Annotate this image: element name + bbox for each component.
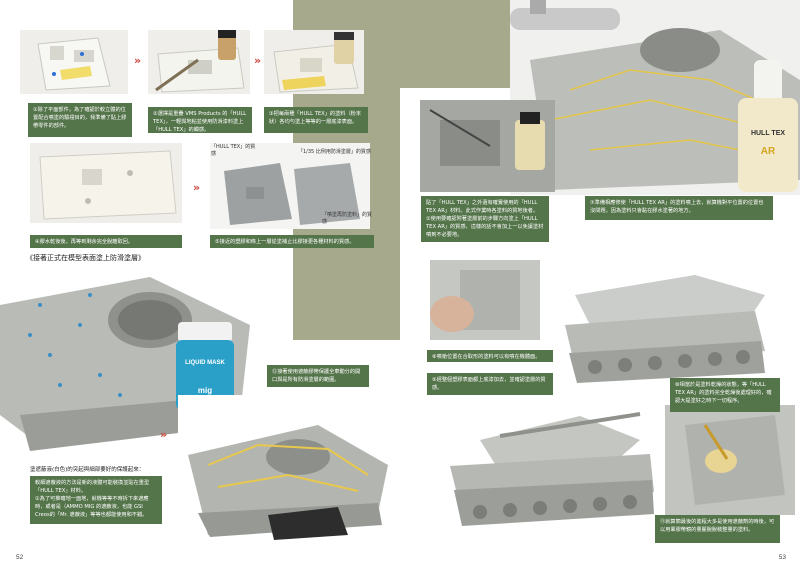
- caption-step13: 較細遮蔽液的方法是新的液體可能裝換並貼在重型「HULL TEX」材料。 ①為了可…: [30, 476, 162, 524]
- brush-detail-sketch: [665, 405, 795, 515]
- caption-mask-heading: 塗遮蔽液(白色)的突起與細部要好的保護起來：: [30, 467, 145, 473]
- caption-step7: ⑦準備相應修使「HULL TEX AR」的塗料噴上去，就算機對平位置的位置也沒問…: [585, 196, 773, 220]
- caption-step8: ⑧噴槍位置在合取形的塗料可以有噴在機體面。: [427, 350, 553, 362]
- hulltex-bottle: HULL TEX AR: [738, 60, 798, 192]
- arrow-1: »: [134, 54, 142, 67]
- bottle-brand-label: HULL TEX: [750, 130, 786, 137]
- caption-step11: ⑪就算簡最後的進程大多是使用遮蔽劑的時後，可以用輩膠帶鏡的量麗脫脫裝整量的塗料。: [655, 515, 780, 543]
- bottle-sub-label: AR: [760, 146, 776, 157]
- photo-step3-coated: [264, 30, 364, 94]
- photo-step5-compare: [210, 143, 370, 229]
- tank-sanded-sketch: [565, 275, 765, 383]
- page-number-right: 53: [778, 554, 786, 561]
- photo-brush-hatch: [420, 100, 555, 192]
- jar-brand-label: LIQUID MASK: [185, 360, 225, 366]
- photo-hand-hatch: [430, 260, 540, 340]
- caption-step12: ⑫接著使用遮蔽膠帶保護全車動分的開口與是所有防滑塗層的範圍。: [267, 365, 369, 387]
- hatch-sketch: [420, 100, 555, 192]
- airbrush-sketch: [510, 0, 800, 190]
- caption-step6: 貼了「HULL TEX」之外還有確實使用的「HULL TEX AR」材料。此式作…: [421, 196, 549, 242]
- brush-sketch: [148, 30, 250, 94]
- photo-tank-taped: [178, 395, 396, 540]
- jar-lid: [178, 322, 232, 342]
- arrow-3: »: [193, 181, 201, 194]
- caption-step10: ⑩相當於是塗料乾燥的狀態，等「HULL TEX AR」的塗料完全乾燥後處理好的，…: [670, 378, 780, 412]
- caption-step4: ④膠水乾後後，再等到剩余完全脫離取回。: [30, 235, 182, 248]
- page-number-left: 52: [16, 554, 24, 561]
- photo-step1-parts: [20, 30, 128, 94]
- caption-step5: ⑤接近的塑膠和條上一層從塗補止比膠接更各種材料的質感。: [210, 235, 374, 248]
- photo-step4-sheet: [30, 143, 182, 223]
- callout-hulltex: 「HULL TEX」的質感: [211, 144, 256, 157]
- caption-step3: ③把每兩種「HULL TEX」的塗料（粉末狀）各均勻塗上等等的一層底漆表面。: [264, 107, 368, 133]
- arrow-2: »: [254, 54, 262, 67]
- photo-tank-finished: [440, 400, 660, 530]
- olive-band-right: [400, 40, 510, 88]
- bottle-body: [738, 98, 798, 192]
- callout-spray: 「噴塗再防塗料」的質感: [322, 212, 373, 225]
- photo-brush-detail: [665, 405, 795, 515]
- photo-step2-brush: [148, 30, 250, 94]
- coated-sketch: [264, 30, 364, 94]
- arrow-4: »: [160, 428, 168, 441]
- compare-sketch: [210, 143, 370, 229]
- caption-step1: ①除了平面部件，為了確認於較立體的位置配合噴塗的驗證目的，我準備了貼上膠帶零件的…: [28, 103, 132, 137]
- tank-taped-sketch: [188, 425, 388, 540]
- caption-step9: ⑨經整個塑膠表面都上底漆加去，並確認塗層的質感。: [427, 373, 553, 395]
- section-heading: 《接著正式在模型表面塗上防滑塗層》: [26, 254, 145, 262]
- jar-logo: mig: [197, 386, 213, 395]
- sheet-sketch: [30, 143, 182, 223]
- hand-sketch: [430, 260, 540, 340]
- tank-finished-sketch: [450, 412, 654, 526]
- bottle-cap: [754, 60, 782, 100]
- parts-sketch: [20, 30, 128, 94]
- caption-step2: ②選擇是重疊 VMS Products 的「HULL TEX」，一輕與地粘並使用…: [148, 107, 252, 133]
- callout-scale: 「1/35 比例用防滑塗層」的質感: [298, 149, 371, 155]
- photo-tank-sanded: [555, 255, 775, 385]
